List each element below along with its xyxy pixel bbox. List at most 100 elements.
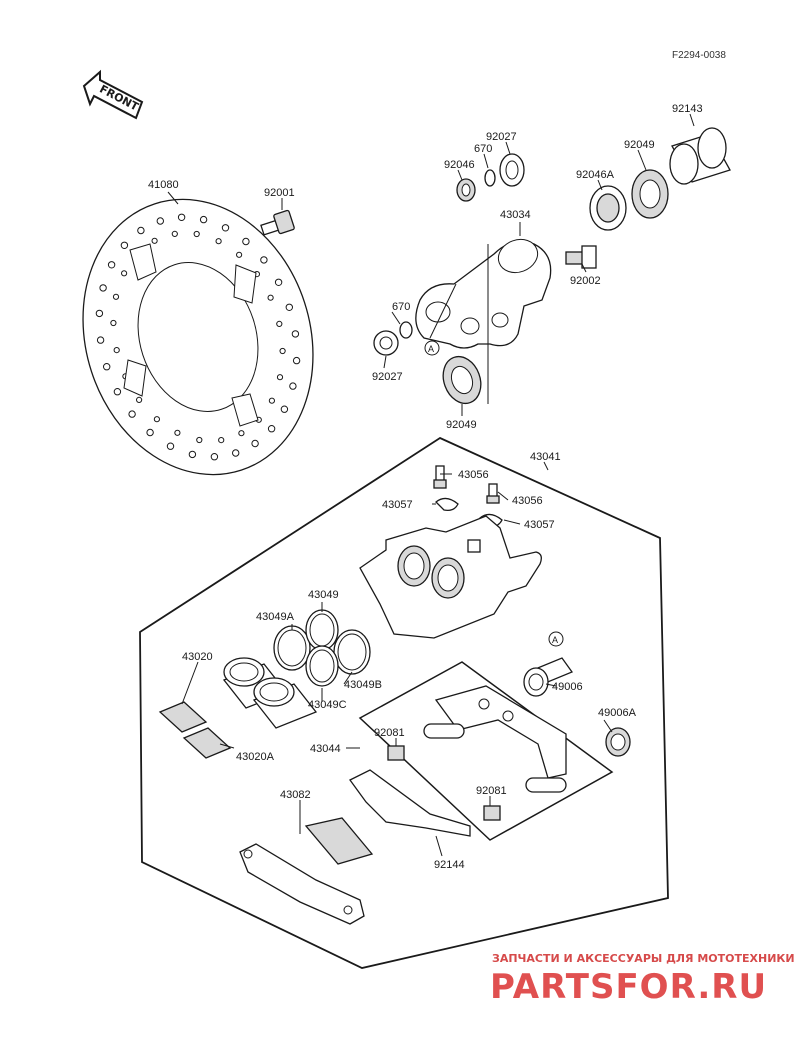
part-labels: 41080 92001 92027 670 92046 43034 92049 … [148, 103, 703, 871]
caliper-shaft [523, 657, 574, 697]
label-43041: 43041 [530, 451, 561, 463]
disc-drill-hole [232, 449, 240, 457]
label-43057-a: 43057 [382, 499, 413, 511]
disc-drill-hole [274, 278, 283, 286]
disc-drill-hole [291, 330, 300, 338]
disc-drill-hole [236, 251, 243, 258]
disc-drill-hole [196, 436, 203, 444]
shaft-boot [605, 727, 631, 757]
brake-disc [82, 198, 314, 476]
piston-ends [158, 701, 232, 759]
disc-drill-hole [218, 437, 225, 444]
oil-seal-lower [442, 355, 482, 405]
reference-marker-lower: A [548, 631, 564, 647]
disc-drill-hole [193, 230, 200, 238]
disc-drill-hole [260, 256, 268, 264]
disc-drill-hole [199, 215, 208, 224]
label-92081-b: 92081 [476, 785, 507, 797]
o-ring-upper [484, 169, 496, 187]
label-43057-b: 43057 [524, 519, 555, 531]
svg-text:A: A [552, 635, 558, 645]
disc-drill-hole [268, 397, 275, 404]
disc-bolt [260, 209, 295, 236]
disc-drill-hole [120, 241, 129, 250]
disc-drill-hole [99, 284, 107, 292]
disc-drill-hole [146, 428, 154, 437]
disc-drill-hole [171, 230, 178, 237]
caliper-holder [423, 685, 567, 793]
label-92049-upper: 92049 [624, 139, 655, 151]
label-43020: 43020 [182, 651, 213, 663]
disc-drill-hole [95, 309, 104, 318]
disc-drill-hole [137, 226, 145, 235]
disc-drill-hole [279, 347, 286, 355]
bearing-left [456, 178, 476, 202]
caliper-holder-frame [358, 661, 614, 841]
disc-drill-hole [242, 237, 250, 246]
label-43049: 43049 [308, 589, 339, 601]
disc-drill-hole [153, 416, 160, 423]
disc-drill-hole [96, 336, 105, 344]
label-92027-upper: 92027 [486, 131, 517, 143]
disc-drill-hole [110, 319, 117, 327]
label-43049B: 43049B [344, 679, 382, 691]
label-92143: 92143 [672, 103, 703, 115]
disc-drill-hole [188, 450, 197, 459]
disc-drill-hole [113, 347, 120, 354]
disc-drill-hole [238, 430, 245, 437]
label-43082: 43082 [280, 789, 311, 801]
svg-text:A: A [428, 344, 434, 354]
label-92027-lower: 92027 [372, 371, 403, 383]
front-arrow-icon: FRONT [82, 69, 144, 120]
disc-drill-hole [121, 270, 128, 277]
brake-pad-set [239, 817, 374, 925]
disc-drill-hole [280, 405, 289, 413]
label-43049C: 43049C [308, 699, 347, 711]
label-43044: 43044 [310, 743, 341, 755]
label-41080: 41080 [148, 179, 179, 191]
bleed-valve-1 [433, 465, 447, 489]
label-49006A: 49006A [598, 707, 637, 719]
disc-drill-hole [210, 453, 219, 461]
piston-seals [273, 609, 371, 687]
disc-drill-hole [156, 217, 165, 225]
caliper-body [359, 515, 542, 639]
disc-drill-hole [267, 294, 274, 301]
label-43056-b: 43056 [512, 495, 543, 507]
leader-lines [167, 113, 695, 857]
disc-drill-hole [289, 382, 297, 390]
pistons [222, 657, 318, 729]
disc-drill-hole [103, 363, 111, 371]
label-670-upper: 670 [474, 143, 492, 155]
disc-drill-hole [136, 396, 143, 403]
valve-cap-1 [435, 497, 459, 512]
label-92144: 92144 [434, 859, 465, 871]
watermark-tagline: ЗАПЧАСТИ И АКСЕССУАРЫ ДЛЯ МОТОТЕХНИКИ [492, 952, 795, 965]
bracket-bolt [565, 245, 597, 269]
label-670-lower: 670 [392, 301, 410, 313]
label-92001: 92001 [264, 187, 295, 199]
label-43056-a: 43056 [458, 469, 489, 481]
disc-drill-hole [166, 442, 175, 450]
spring-2 [483, 805, 501, 821]
disc-drill-hole [276, 374, 284, 381]
disc-drill-hole [276, 320, 283, 327]
o-ring-lower [399, 321, 413, 339]
figure-code: F2294-0038 [672, 50, 726, 61]
bleed-valve-2 [486, 483, 500, 504]
disc-drill-hole [107, 261, 116, 269]
watermark: ЗАПЧАСТИ И АКСЕССУАРЫ ДЛЯ МОТОТЕХНИКИ PA… [490, 952, 795, 1007]
label-92046: 92046 [444, 159, 475, 171]
caliper-bracket [415, 238, 552, 349]
label-92049-lower: 92049 [446, 419, 477, 431]
disc-drill-hole [251, 439, 259, 448]
collar-right [669, 127, 731, 185]
label-92002: 92002 [570, 275, 601, 287]
label-43020A: 43020A [236, 751, 275, 763]
label-92046A: 92046A [576, 169, 615, 181]
pad-spring [349, 769, 471, 837]
disc-drill-hole [177, 213, 186, 222]
label-43034: 43034 [500, 209, 531, 221]
disc-drill-hole [221, 224, 230, 232]
